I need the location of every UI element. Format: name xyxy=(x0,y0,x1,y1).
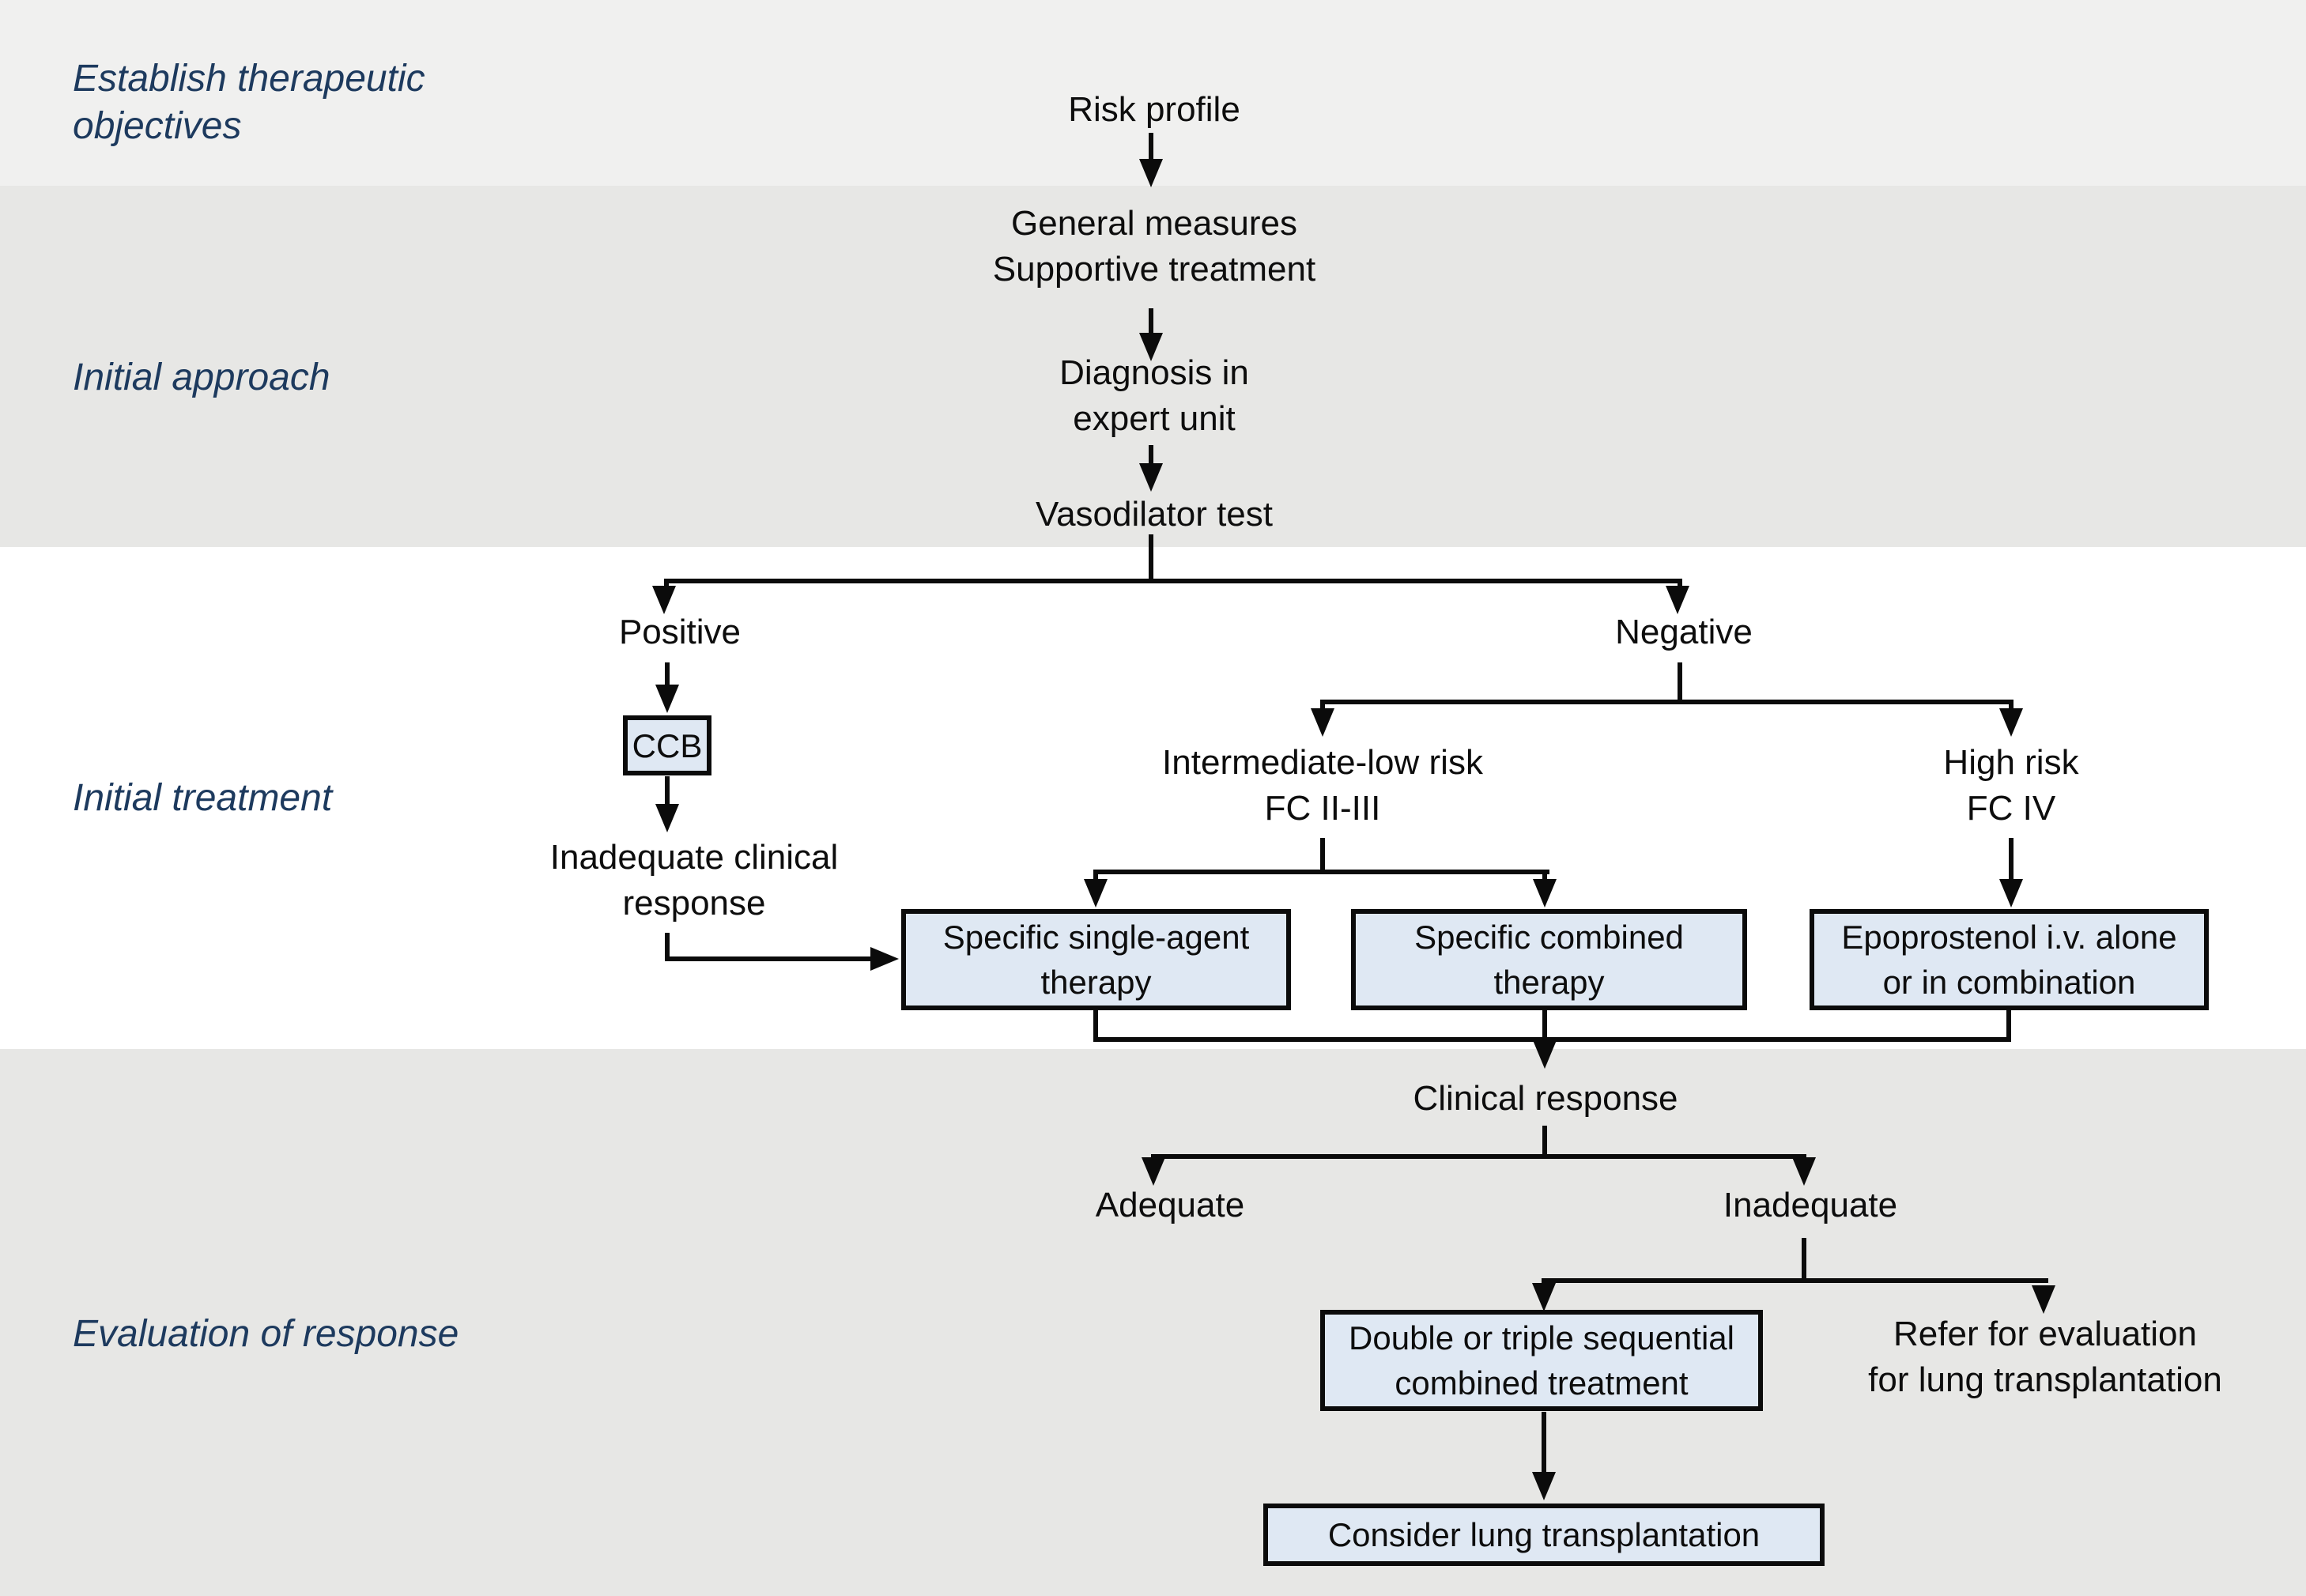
connector-line xyxy=(1320,838,1325,874)
stage-label-establish-objectives: Establish therapeutic objectives xyxy=(73,58,425,147)
connector-line xyxy=(1542,1009,1547,1045)
connector-line xyxy=(1542,874,1547,881)
arrowhead-down xyxy=(1139,463,1163,492)
connector-line xyxy=(665,776,670,806)
arrowhead-down xyxy=(1311,708,1334,737)
node-negative: Negative xyxy=(1615,613,1753,651)
arrowhead-down xyxy=(655,804,679,832)
node-adequate: Adequate xyxy=(1095,1186,1245,1224)
connector-line xyxy=(2009,704,2014,711)
arrowhead-down xyxy=(2032,1285,2055,1314)
connector-line xyxy=(1093,1009,1098,1042)
connector-line xyxy=(665,933,670,961)
connector-line xyxy=(1678,662,1682,704)
arrowhead-down xyxy=(1084,879,1108,907)
box-ccb: CCB xyxy=(623,715,711,775)
connector-line xyxy=(1151,1154,1806,1159)
arrowhead-down xyxy=(1139,333,1163,361)
band-evaluation-of-response xyxy=(0,1049,2306,1596)
connector-line xyxy=(1320,704,1325,711)
box-specific-combined: Specific combined therapy xyxy=(1351,909,1747,1010)
node-inadequate: Inadequate xyxy=(1723,1186,1898,1224)
box-specific-single-agent: Specific single-agent therapy xyxy=(901,909,1291,1010)
node-inadequate-clinical-response: Inadequate clinical response xyxy=(549,838,839,923)
connector-line xyxy=(664,579,1682,583)
connector-line xyxy=(665,956,874,961)
arrowhead-down xyxy=(1533,879,1557,907)
connector-line xyxy=(1093,870,1549,874)
connector-line xyxy=(2009,838,2014,882)
arrowhead-down xyxy=(1999,708,2023,737)
arrowhead-down xyxy=(1532,1283,1556,1311)
connector-line xyxy=(1149,133,1153,160)
box-epoprostenol: Epoprostenol i.v. alone or in combinatio… xyxy=(1810,909,2209,1010)
arrowhead-down xyxy=(1792,1157,1816,1186)
node-diagnosis-expert-unit: Diagnosis in expert unit xyxy=(1059,353,1249,438)
arrowhead-down xyxy=(655,685,679,713)
stage-label-initial-approach: Initial approach xyxy=(73,357,330,398)
stage-label-evaluation-response: Evaluation of response xyxy=(73,1313,459,1355)
arrowhead-right xyxy=(870,947,899,971)
connector-line xyxy=(1149,445,1153,465)
node-positive: Positive xyxy=(618,613,742,651)
node-clinical-response: Clinical response xyxy=(1413,1079,1678,1118)
connector-line xyxy=(1542,1412,1546,1473)
connector-line xyxy=(665,662,670,686)
arrowhead-down xyxy=(1142,1157,1165,1186)
connector-line xyxy=(1149,534,1153,583)
connector-line xyxy=(1149,308,1153,334)
stage-label-initial-treatment: Initial treatment xyxy=(73,777,333,819)
connector-line xyxy=(1802,1238,1806,1283)
connector-line xyxy=(1093,1037,2011,1042)
connector-line xyxy=(1320,700,2014,704)
box-consider-lung-transplantation: Consider lung transplantation xyxy=(1263,1504,1825,1566)
arrowhead-down xyxy=(1999,879,2023,907)
node-high-risk: High risk FC IV xyxy=(1943,743,2079,828)
connector-line xyxy=(2006,1009,2011,1042)
arrowhead-down xyxy=(1666,586,1689,614)
node-vasodilator-test: Vasodilator test xyxy=(1035,495,1273,534)
box-double-triple-sequential: Double or triple sequential combined tre… xyxy=(1320,1310,1763,1411)
arrowhead-down xyxy=(1532,1472,1556,1500)
arrowhead-down xyxy=(652,586,676,614)
node-intermediate-low-risk: Intermediate-low risk FC II-III xyxy=(1162,743,1483,828)
node-risk-profile: Risk profile xyxy=(1068,90,1240,129)
connector-line xyxy=(1542,1126,1547,1159)
connector-line xyxy=(1542,1278,2048,1283)
connector-line xyxy=(1093,874,1098,881)
node-general-measures: General measures Supportive treatment xyxy=(992,204,1316,289)
arrowhead-down xyxy=(1139,159,1163,187)
node-refer-lung-transplantation: Refer for evaluation for lung transplant… xyxy=(1868,1315,2222,1399)
arrowhead-down xyxy=(1533,1040,1557,1069)
